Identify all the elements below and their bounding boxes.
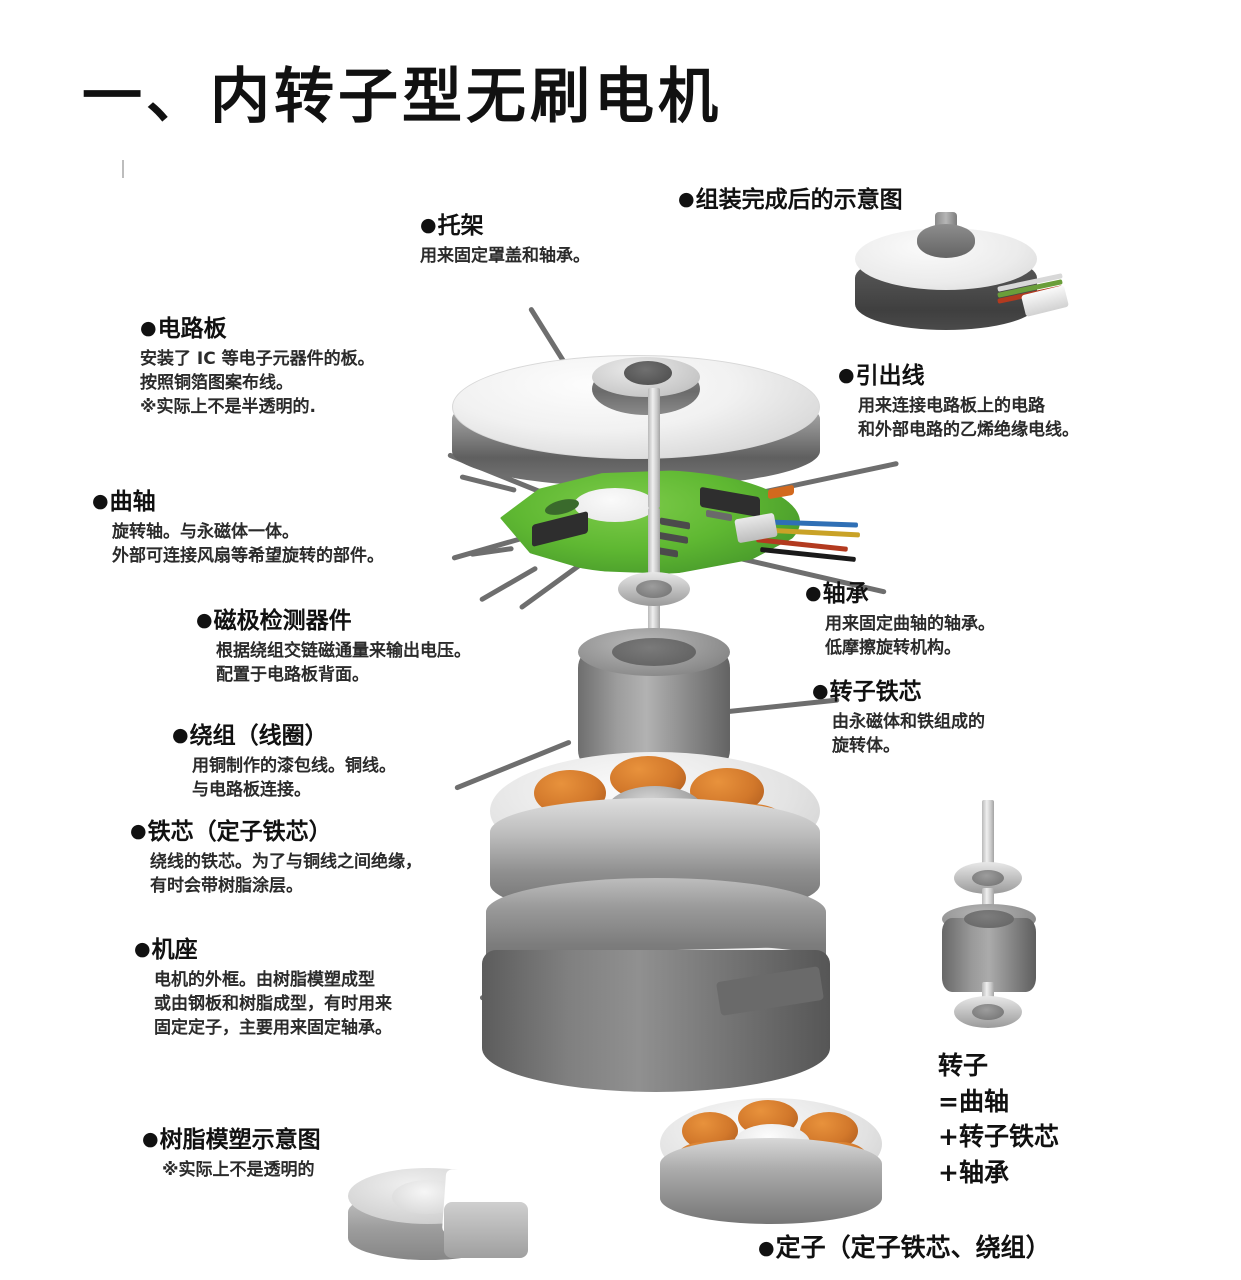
annotation-bracket-heading: ●托架 bbox=[420, 213, 484, 239]
assembled-motor-illustration bbox=[855, 212, 1070, 338]
annotation-rotor-core-line-1: 由永磁体和铁组成的 bbox=[832, 711, 985, 732]
annotation-crankshaft-heading: ●曲轴 bbox=[92, 489, 156, 515]
rotor-formula-line-1: =曲轴 bbox=[938, 1086, 1009, 1116]
bullet-icon: ● bbox=[196, 609, 213, 631]
annotation-assembled-view-heading: ●组装完成后的示意图 bbox=[678, 187, 903, 213]
annotation-bracket-line-1: 用来固定罩盖和轴承。 bbox=[420, 245, 590, 266]
annotation-resin-mold: ●树脂模塑示意图 ※实际上不是透明的 bbox=[142, 1126, 321, 1182]
rotor-assembly-core-recess bbox=[964, 910, 1014, 928]
annotation-resin-mold-heading: ●树脂模塑示意图 bbox=[142, 1127, 321, 1153]
annotation-frame-heading: ●机座 bbox=[134, 937, 198, 963]
rotor-assembly-shaft-top bbox=[982, 800, 994, 874]
annotation-frame-line-3: 固定定子，主要用来固定轴承。 bbox=[154, 1018, 392, 1038]
annotation-magnetic-pole-sensor: ●磁极检测器件 根据绕组交链磁通量来输出电压。 配置于电路板背面。 bbox=[196, 607, 471, 687]
frame-housing-part bbox=[482, 878, 830, 1094]
bullet-icon: ● bbox=[134, 938, 151, 960]
frame-lower-body bbox=[482, 950, 830, 1092]
rotor-formula-line-2: +转子铁芯 bbox=[938, 1122, 1059, 1151]
annotation-circuit-board-line-1: 安装了 IC 等电子元器件的板。 bbox=[140, 348, 375, 369]
annotation-bearing-heading: ●轴承 bbox=[805, 581, 869, 607]
rotor-assembly-bearing-top-inner bbox=[972, 870, 1004, 886]
annotation-bearing: ●轴承 用来固定曲轴的轴承。 低摩擦旋转机构。 bbox=[805, 580, 995, 660]
annotation-winding-line-1: 用铜制作的漆包线。铜线。 bbox=[192, 755, 396, 776]
rotor-formula-block: 转子 =曲轴 +转子铁芯 +轴承 bbox=[938, 1048, 1059, 1190]
annotation-stator-label: ●定子（定子铁芯、绕组） bbox=[758, 1232, 1051, 1263]
annotation-frame-line-2: 或由钢板和树脂成型，有时用来 bbox=[154, 993, 392, 1014]
rotor-assembly-core-body bbox=[942, 918, 1036, 992]
bullet-icon: ● bbox=[420, 214, 437, 236]
annotation-stator-core-line-2: 有时会带树脂涂层。 bbox=[150, 875, 303, 896]
resin-mold-tab bbox=[444, 1202, 528, 1258]
annotation-bracket: ●托架 用来固定罩盖和轴承。 bbox=[420, 212, 590, 268]
annotation-crankshaft-line-2: 外部可连接风扇等希望旋转的部件。 bbox=[112, 545, 384, 566]
annotation-lead-wire-line-1: 用来连接电路板上的电路 bbox=[858, 395, 1045, 416]
bearing-upper-inner bbox=[636, 580, 672, 598]
annotation-rotor-core-line-2: 旋转体。 bbox=[832, 735, 900, 756]
stator-bottom-illustration bbox=[660, 1098, 882, 1230]
stator-part bbox=[490, 752, 820, 932]
annotation-circuit-board-line-2: 按照铜箔图案布线。 bbox=[140, 372, 293, 393]
annotation-circuit-board-heading: ●电路板 bbox=[140, 316, 227, 342]
bullet-icon: ● bbox=[805, 582, 822, 604]
annotation-frame-line-1: 电机的外框。由树脂模塑成型 bbox=[154, 969, 375, 990]
rotor-core-top-recess bbox=[612, 638, 696, 666]
crankshaft-upper bbox=[648, 388, 660, 508]
crankshaft-mid bbox=[648, 508, 660, 588]
rotor-core-part bbox=[578, 628, 730, 774]
page-title: 一、内转子型无刷电机 bbox=[82, 62, 722, 132]
bracket-part bbox=[452, 355, 820, 505]
annotation-rotor-core: ●转子铁芯 由永磁体和铁组成的 旋转体。 bbox=[812, 678, 985, 758]
annotation-stator-core-heading: ●铁芯（定子铁芯） bbox=[130, 819, 332, 845]
rotor-formula-line-3: +轴承 bbox=[938, 1157, 1009, 1187]
annotation-resin-mold-line-1: ※实际上不是透明的 bbox=[162, 1159, 315, 1180]
annotation-crankshaft: ●曲轴 旋转轴。与永磁体一体。 外部可连接风扇等希望旋转的部件。 bbox=[92, 488, 384, 568]
bracket-center-hole bbox=[624, 361, 672, 385]
annotation-lead-wire-line-2: 和外部电路的乙烯绝缘电线。 bbox=[858, 419, 1079, 440]
annotation-lead-wire: ●引出线 用来连接电路板上的电路 和外部电路的乙烯绝缘电线。 bbox=[838, 362, 1079, 442]
bullet-icon: ● bbox=[92, 490, 109, 512]
annotation-stator-core-line-1: 绕线的铁芯。为了与铜线之间绝缘， bbox=[150, 851, 422, 872]
annotation-assembled-view: ●组装完成后的示意图 bbox=[678, 186, 903, 215]
bullet-icon: ● bbox=[130, 820, 147, 842]
bullet-icon: ● bbox=[678, 188, 695, 210]
assembled-motor-boss-top bbox=[917, 224, 975, 258]
bullet-icon: ● bbox=[838, 364, 855, 386]
annotation-frame: ●机座 电机的外框。由树脂模塑成型 或由钢板和树脂成型，有时用来 固定定子，主要… bbox=[134, 936, 392, 1040]
annotation-lead-wire-heading: ●引出线 bbox=[838, 363, 925, 389]
rotor-assembly-illustration bbox=[930, 800, 1050, 1030]
annotation-rotor-core-heading: ●转子铁芯 bbox=[812, 679, 922, 705]
bullet-icon: ● bbox=[172, 724, 189, 746]
annotation-stator-core: ●铁芯（定子铁芯） 绕线的铁芯。为了与铜线之间绝缘， 有时会带树脂涂层。 bbox=[130, 818, 422, 898]
annotation-circuit-board: ●电路板 安装了 IC 等电子元器件的板。 按照铜箔图案布线。 ※实际上不是半透… bbox=[140, 315, 375, 419]
annotation-winding-heading: ●绕组（线圈） bbox=[172, 723, 328, 749]
bullet-icon: ● bbox=[812, 680, 829, 702]
annotation-circuit-board-line-3: ※实际上不是半透明的. bbox=[140, 397, 316, 417]
bullet-icon: ● bbox=[140, 317, 157, 339]
stator-bottom-side-wall bbox=[660, 1138, 882, 1224]
bullet-icon: ● bbox=[758, 1237, 775, 1259]
bullet-icon: ● bbox=[142, 1128, 159, 1150]
annotation-bearing-line-2: 低摩擦旋转机构。 bbox=[825, 637, 961, 658]
annotation-magnetic-pole-sensor-line-2: 配置于电路板背面。 bbox=[216, 664, 369, 685]
resin-mold-illustration bbox=[348, 1168, 533, 1278]
title-tick-mark bbox=[122, 160, 124, 178]
annotation-crankshaft-line-1: 旋转轴。与永磁体一体。 bbox=[112, 521, 299, 542]
rotor-formula-title: 转子 bbox=[938, 1051, 989, 1080]
annotation-magnetic-pole-sensor-heading: ●磁极检测器件 bbox=[196, 608, 352, 634]
annotation-winding-line-2: 与电路板连接。 bbox=[192, 779, 311, 800]
annotation-winding: ●绕组（线圈） 用铜制作的漆包线。铜线。 与电路板连接。 bbox=[172, 722, 396, 802]
rotor-assembly-bearing-bottom-inner bbox=[972, 1004, 1004, 1020]
annotation-bearing-line-1: 用来固定曲轴的轴承。 bbox=[825, 613, 995, 634]
annotation-magnetic-pole-sensor-line-1: 根据绕组交链磁通量来输出电压。 bbox=[216, 640, 471, 661]
annotation-stator-label-heading: ●定子（定子铁芯、绕组） bbox=[758, 1233, 1051, 1262]
